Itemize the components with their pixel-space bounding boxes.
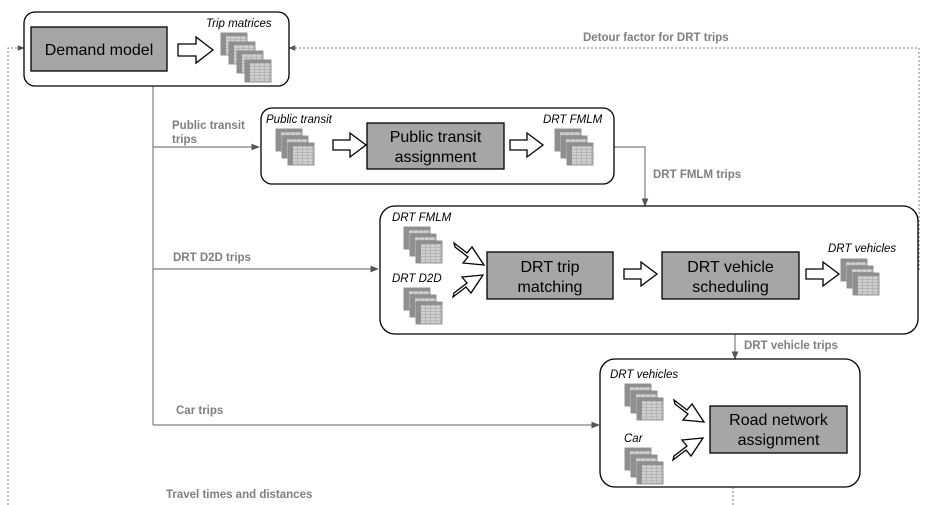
public-transit-stage: Public transit Public transit assignment… xyxy=(260,107,615,185)
flow-labels: Public transit trips DRT FMLM trips DRT … xyxy=(166,32,838,501)
drt-fmlm-input-arrow-icon xyxy=(452,241,486,266)
road-network-assignment-label-line2: assignment xyxy=(738,432,820,449)
drt-fmlm-output-label: DRT FMLM xyxy=(543,114,603,126)
drt-d2d-input-arrow-icon xyxy=(451,274,485,299)
drt-d2d-trips-label: DRT D2D trips xyxy=(173,252,251,264)
detour-factor-label: Detour factor for DRT trips xyxy=(583,32,729,44)
car-matrix-label: Car xyxy=(624,433,644,445)
drt-trip-matching-box xyxy=(486,251,614,300)
demand-model-label: Demand model xyxy=(45,42,154,59)
travel-times-arrow xyxy=(7,45,25,505)
drt-vehicles-input-label: DRT vehicles xyxy=(610,369,678,381)
drt-vehicles-input-arrow-icon xyxy=(672,398,706,423)
demand-model-box xyxy=(30,26,168,72)
demand-output-arrow-icon xyxy=(177,35,215,65)
flow-lines xyxy=(7,45,920,505)
drt-stage: DRT FMLM DRT D2D DRT trip matching DRT v… xyxy=(379,205,919,335)
drt-vehicles-output-label: DRT vehicles xyxy=(828,243,896,255)
drt-fmlm-trips-arrow xyxy=(614,146,649,207)
travel-times-label: Travel times and distances xyxy=(166,489,312,501)
road-network-assignment-label-line1: Road network xyxy=(729,412,829,429)
drt-vehicle-scheduling-label-line2: scheduling xyxy=(692,279,769,296)
pt-input-arrow-icon xyxy=(332,131,368,159)
public-transit-assignment-box xyxy=(366,122,505,170)
public-transit-trips-label-line1: Public transit xyxy=(172,120,245,132)
scheduling-output-arrow-icon xyxy=(805,260,841,288)
public-transit-assignment-label-line2: assignment xyxy=(395,149,477,166)
car-input-arrow-icon xyxy=(671,437,705,462)
road-network-assignment-box xyxy=(709,405,848,454)
drt-vehicle-scheduling-box xyxy=(661,251,800,300)
drt-vehicle-scheduling-label-line1: DRT vehicle xyxy=(687,259,774,276)
drt-fmlm-trips-label: DRT FMLM trips xyxy=(653,169,741,181)
drt-d2d-input-label: DRT D2D xyxy=(392,273,442,285)
public-transit-matrix-label: Public transit xyxy=(266,114,333,126)
public-transit-trips-label-line2: trips xyxy=(172,134,197,146)
car-trips-label: Car trips xyxy=(176,405,223,417)
public-transit-assignment-label-line1: Public transit xyxy=(390,129,482,146)
drt-vehicle-trips-label: DRT vehicle trips xyxy=(744,340,838,352)
demand-stage: Demand model Trip matrices xyxy=(23,11,290,87)
pt-output-arrow-icon xyxy=(509,131,545,159)
matching-to-scheduling-arrow-icon xyxy=(623,260,659,288)
drt-trip-matching-label-line2: matching xyxy=(518,279,583,296)
drt-trip-matching-label-line1: DRT trip xyxy=(521,259,580,276)
detour-factor-arrow xyxy=(288,45,920,270)
road-stage: DRT vehicles Car Road network assignment xyxy=(599,358,861,488)
trip-matrices-label: Trip matrices xyxy=(206,18,272,30)
drt-fmlm-input-label: DRT FMLM xyxy=(392,212,452,224)
